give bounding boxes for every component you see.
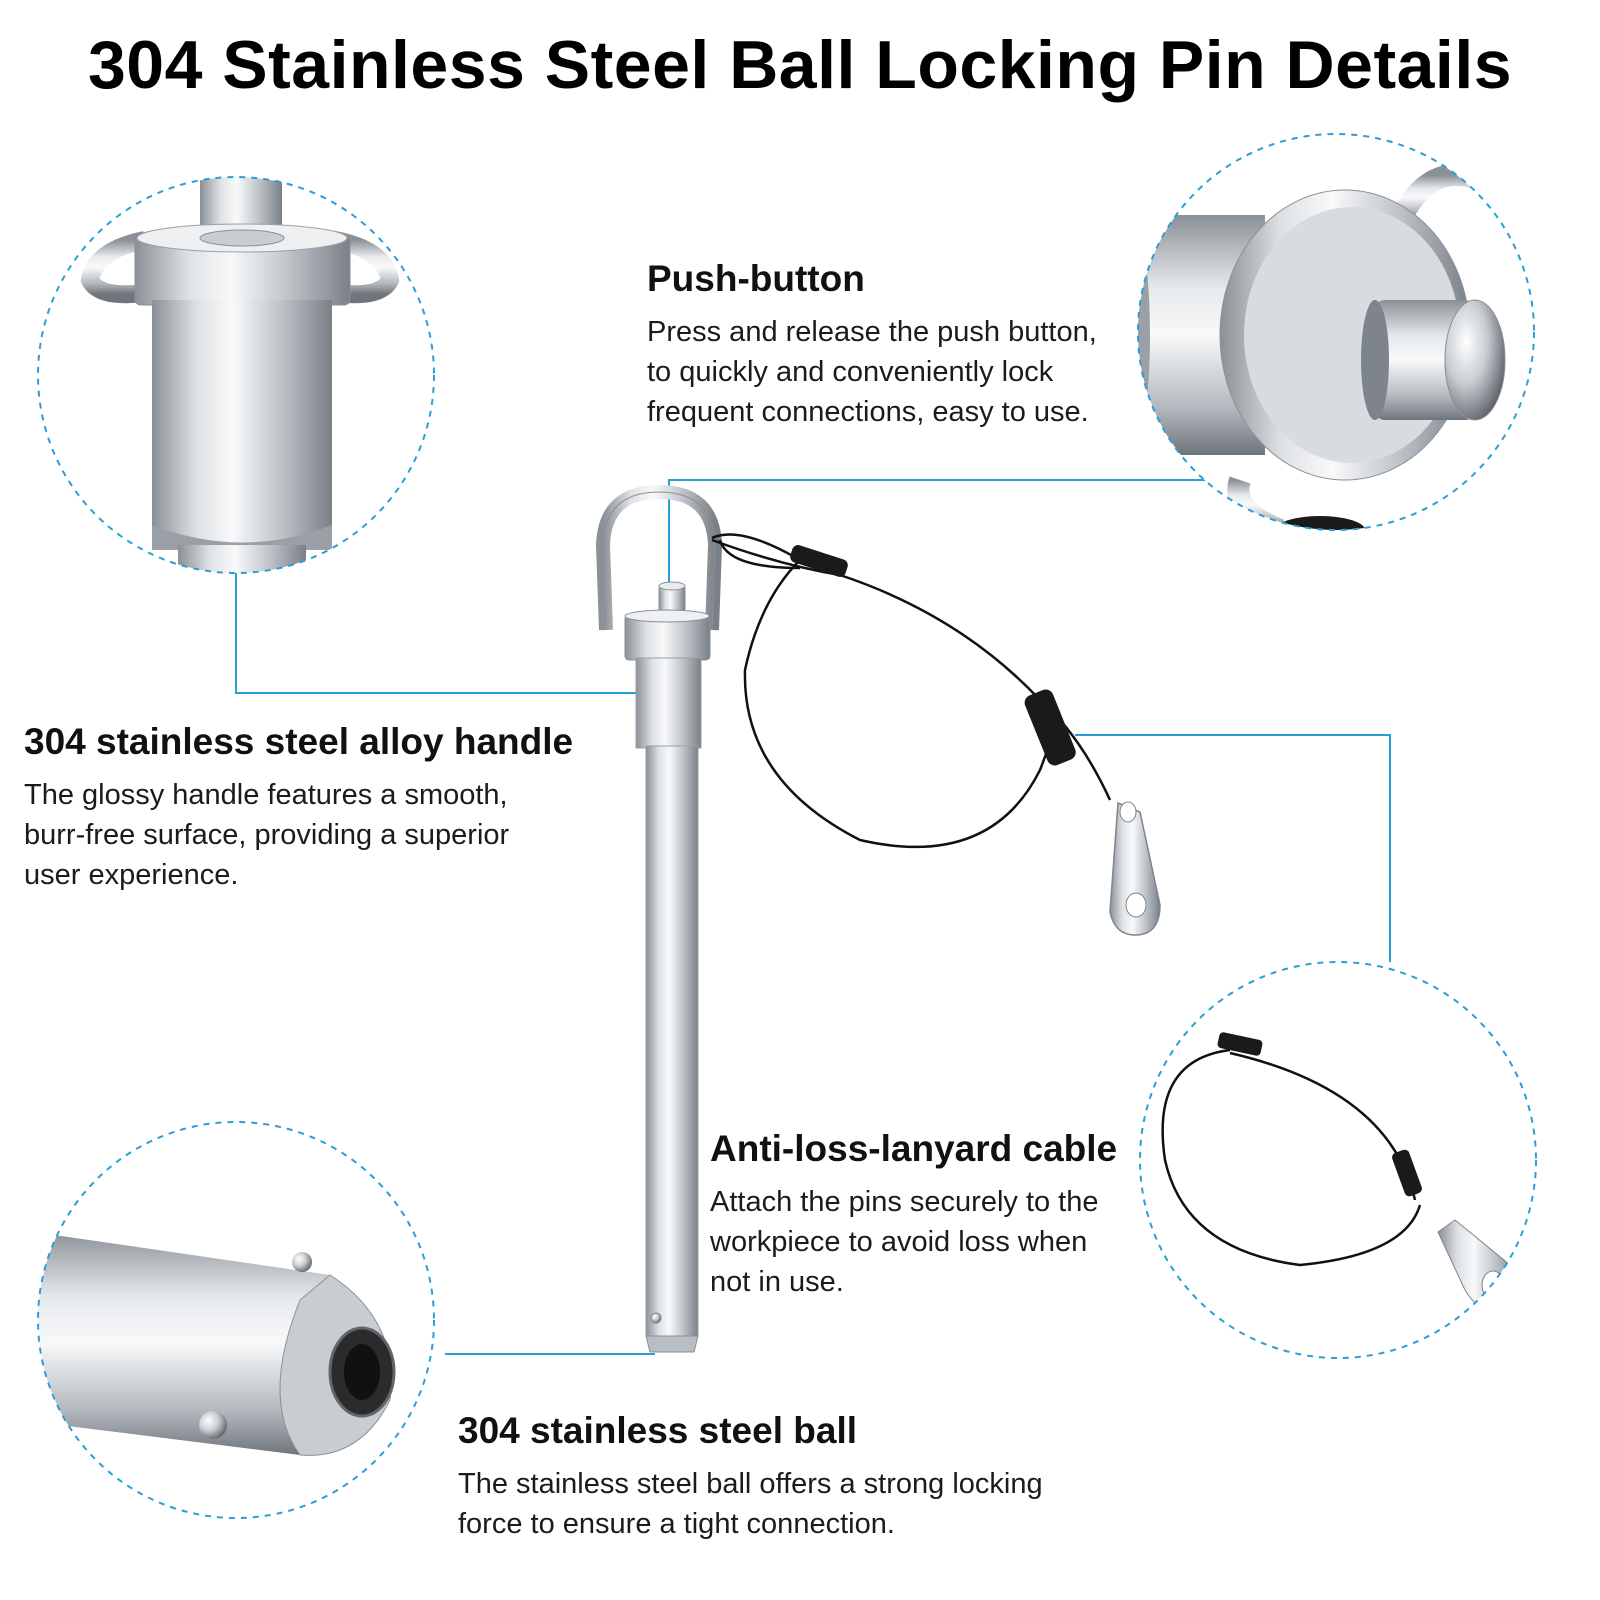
feature-heading: 304 stainless steel ball (458, 1410, 858, 1451)
description-line: The stainless steel ball offers a strong… (458, 1468, 1043, 1500)
cable-sleeve-top (790, 545, 848, 577)
ball-locking-pin (596, 485, 722, 1353)
feature-description: Press and release the push button, to qu… (647, 312, 1187, 432)
callout-lines (235, 479, 1391, 1355)
description-line: to quickly and conveniently lock (647, 356, 1054, 388)
description-line: The glossy handle features a smooth, (24, 779, 508, 811)
description-line: Attach the pins securely to the (710, 1186, 1099, 1218)
push-button-detail-circle (1137, 133, 1535, 531)
feature-heading: Push-button (647, 258, 865, 299)
description-line: force to ensure a tight connection. (458, 1508, 895, 1540)
ball-detail-circle (37, 1121, 435, 1519)
feature-lanyard: Anti-loss-lanyard cable Attach the pins … (710, 1128, 1190, 1302)
callout-line-handle (235, 573, 640, 694)
description-line: workpiece to avoid loss when (710, 1226, 1088, 1258)
description-line: not in use. (710, 1266, 844, 1298)
lanyard-tag (1109, 801, 1161, 936)
description-line: Press and release the push button, (647, 316, 1097, 348)
page-title: 304 Stainless Steel Ball Locking Pin Det… (87, 27, 1513, 103)
feature-heading: Anti-loss-lanyard cable (710, 1128, 1118, 1169)
callout-line-push-button (668, 479, 1215, 588)
lanyard-detail-circle (1139, 961, 1537, 1359)
feature-description: The glossy handle features a smooth, bur… (24, 775, 664, 895)
feature-handle: 304 stainless steel alloy handle The glo… (24, 721, 664, 895)
feature-heading: 304 stainless steel alloy handle (24, 721, 574, 762)
callout-line-lanyard (1075, 734, 1391, 962)
feature-push-button: Push-button Press and release the push b… (647, 258, 1187, 432)
cable-sleeve-bottom (1024, 689, 1076, 766)
description-line: burr-free surface, providing a superior (24, 819, 510, 851)
description-line: user experience. (24, 859, 239, 891)
feature-description: The stainless steel ball offers a strong… (458, 1464, 1158, 1544)
feature-description: Attach the pins securely to the workpiec… (710, 1182, 1190, 1302)
feature-ball: 304 stainless steel ball The stainless s… (458, 1410, 1158, 1544)
description-line: frequent connections, easy to use. (647, 396, 1089, 428)
main-lanyard-cable (711, 533, 1112, 849)
handle-detail-circle (37, 176, 435, 574)
